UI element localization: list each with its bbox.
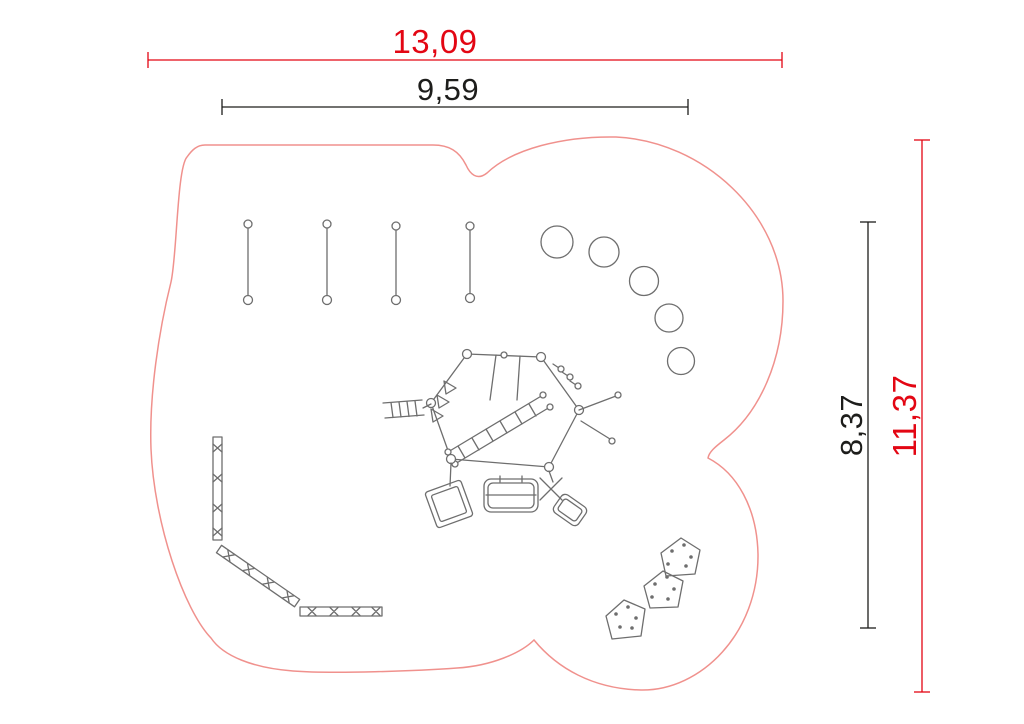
climbing-structure <box>382 348 622 529</box>
slalom-post <box>242 219 254 306</box>
dimension-height-total: 11,37 <box>886 139 930 693</box>
mini-ladder <box>382 399 432 419</box>
climb-steps <box>430 380 457 423</box>
stepping-pod <box>540 225 574 259</box>
dimension-height-inner: 8,37 <box>834 221 876 629</box>
net-frame <box>430 353 580 468</box>
stepping-pod <box>654 303 684 333</box>
tilted-seat <box>539 470 588 527</box>
climbing-rock <box>605 599 646 640</box>
dimension-width-total-label: 13,09 <box>392 23 477 60</box>
net-ropes <box>489 354 521 401</box>
bench-platform <box>483 475 539 513</box>
stepping-pod <box>628 265 660 297</box>
climbing-rock <box>643 570 684 609</box>
stepping-pod <box>666 346 696 376</box>
tilted-platform <box>424 479 474 529</box>
balance-beam-vertical <box>212 436 223 541</box>
balance-beam-diagonal <box>215 544 301 608</box>
dimension-height-total-label: 11,37 <box>886 375 923 458</box>
platform-link <box>449 462 452 487</box>
dimension-height-inner-label: 8,37 <box>834 394 869 456</box>
slalom-post <box>464 221 476 304</box>
dimension-width-inner: 9,59 <box>221 72 689 115</box>
stepping-pods <box>540 225 696 376</box>
balance-beam-horizontal <box>299 606 383 617</box>
stepping-pod <box>588 236 620 268</box>
safety-area-outline <box>150 136 784 691</box>
dimension-width-total: 13,09 <box>147 23 783 68</box>
climbing-rock <box>660 537 701 577</box>
slalom-post <box>390 221 402 306</box>
dimension-width-inner-label: 9,59 <box>417 72 479 107</box>
support-legs <box>578 391 622 445</box>
safety-area-path <box>150 136 784 691</box>
slalom-posts <box>242 219 476 306</box>
frame-posts <box>425 348 585 473</box>
balance-beams <box>212 436 383 617</box>
climbing-rocks <box>605 537 701 640</box>
slalom-post <box>321 219 333 306</box>
pommel-handles <box>552 363 582 390</box>
ladder <box>444 391 554 468</box>
